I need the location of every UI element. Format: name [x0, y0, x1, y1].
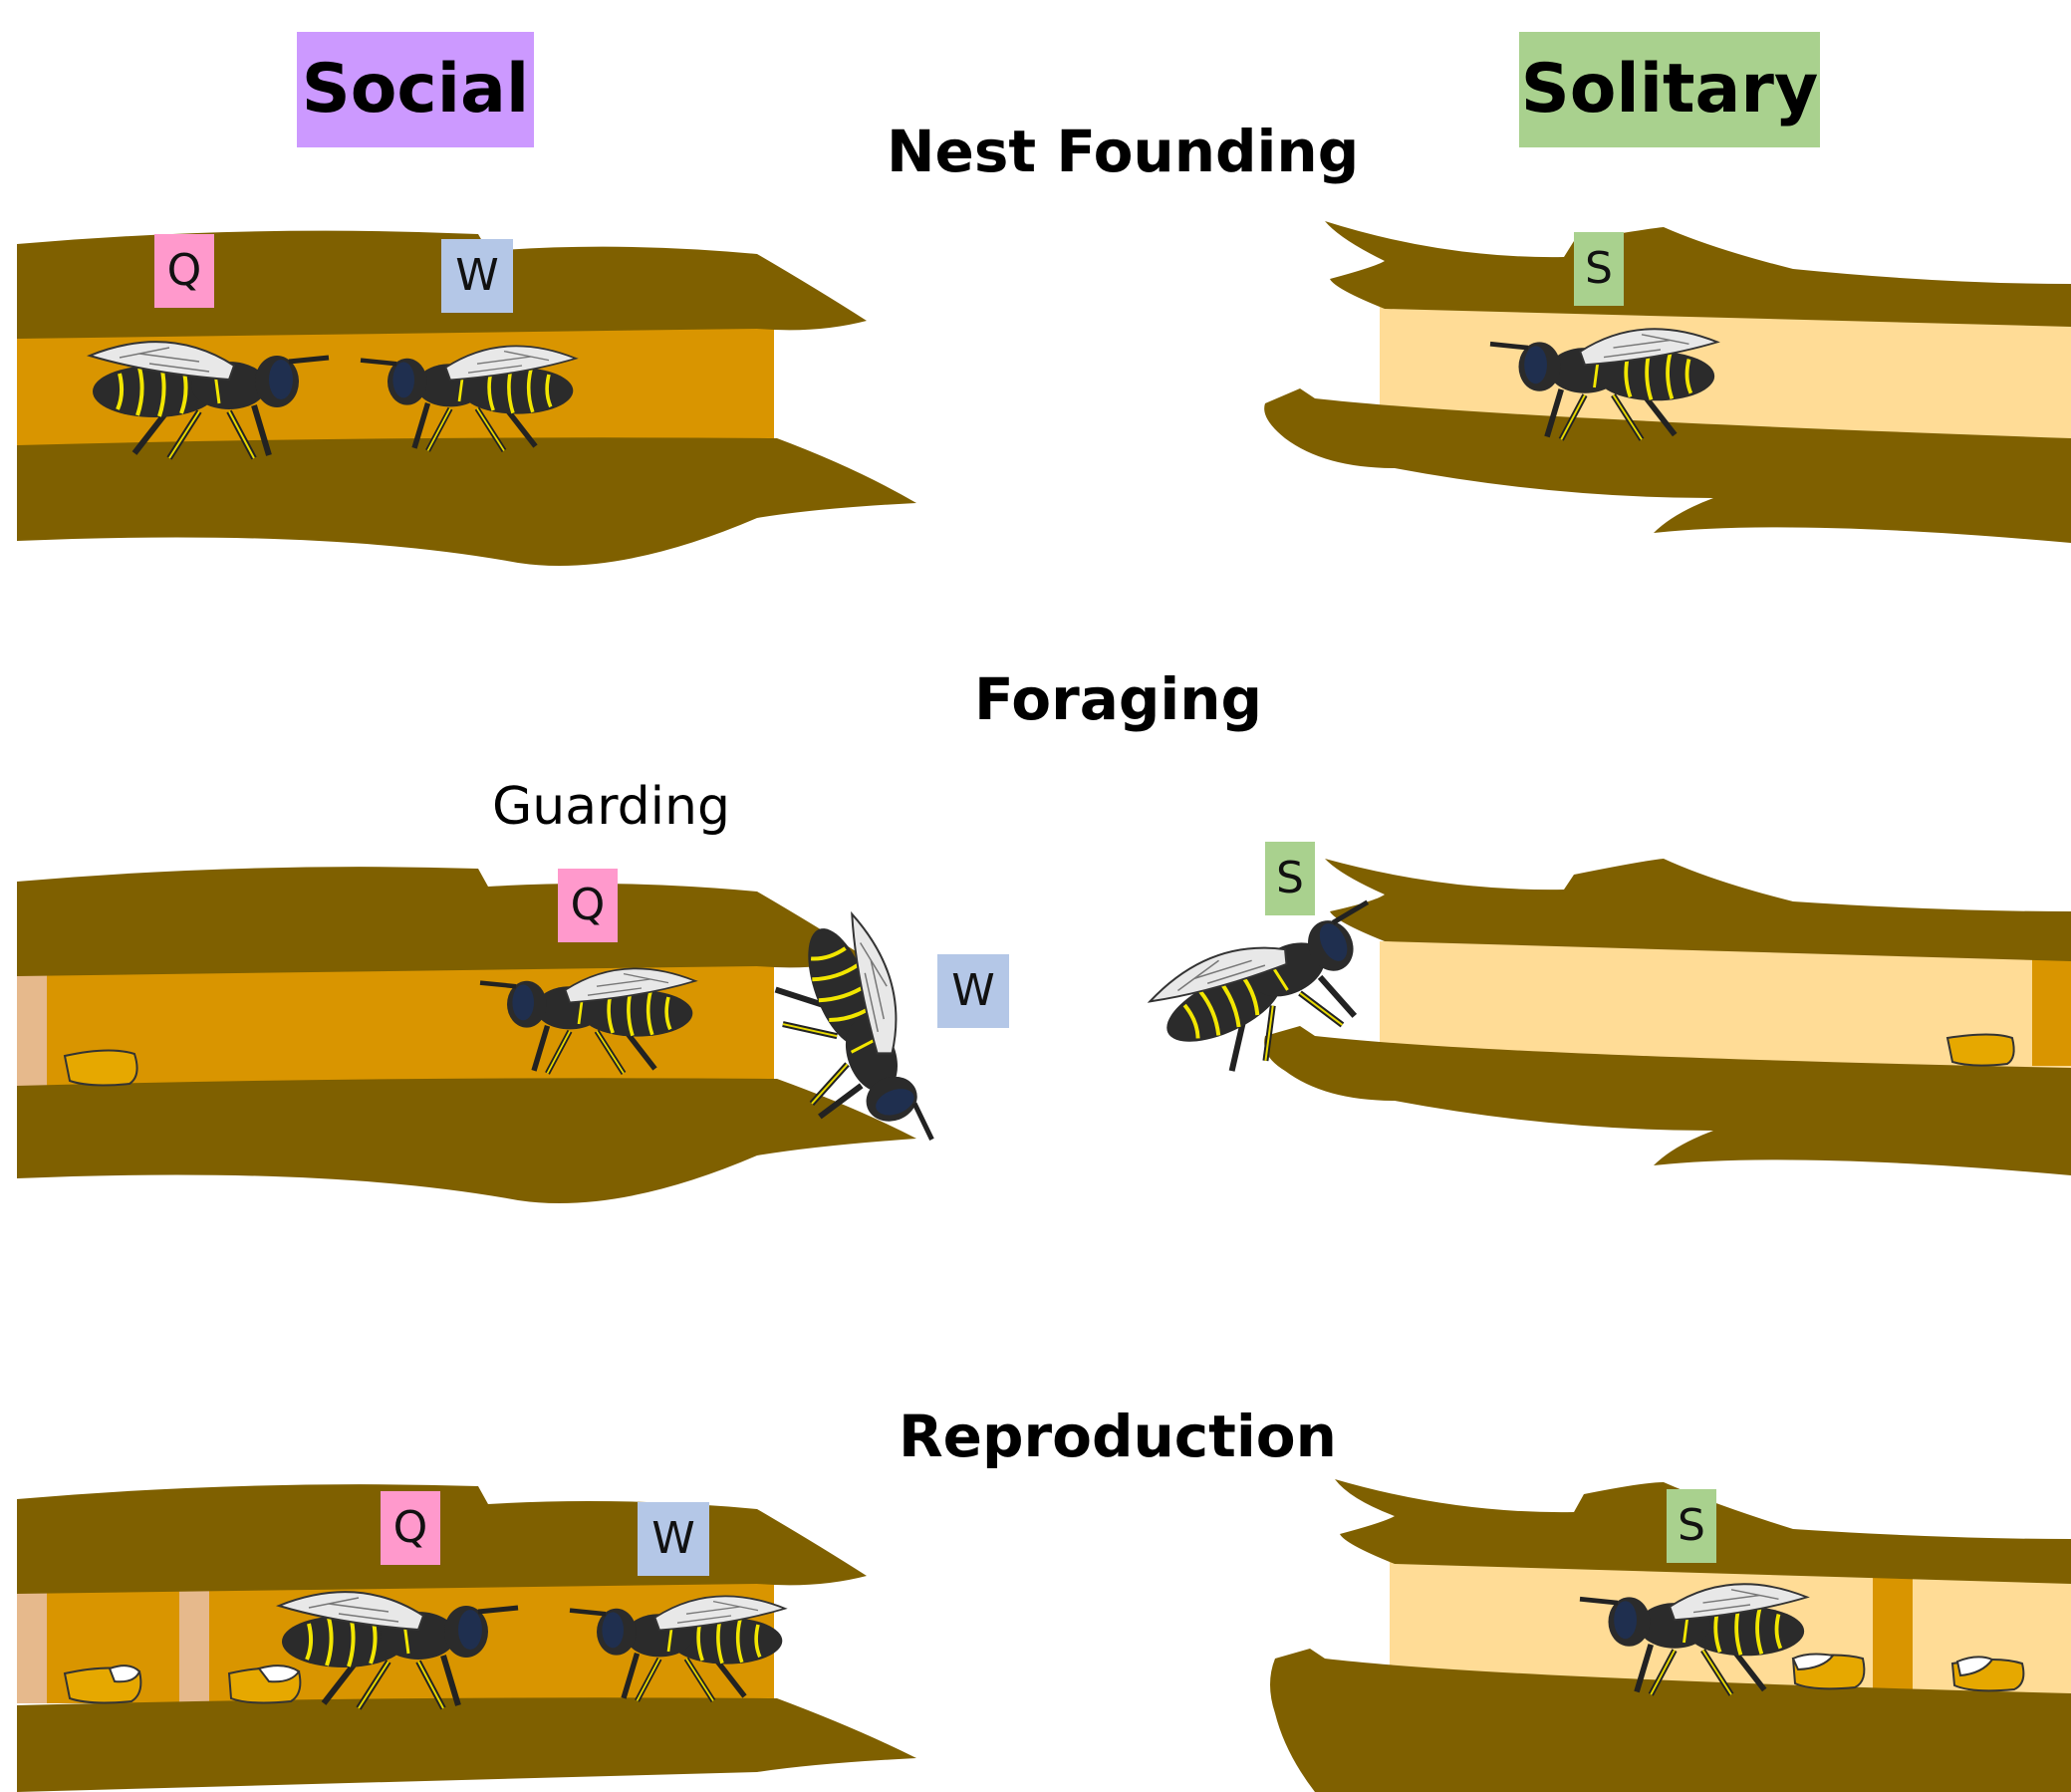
solitary-tag: S — [1574, 232, 1624, 306]
foraging-heading: Foraging — [974, 665, 1262, 733]
solitary-tag: S — [1265, 842, 1315, 915]
guarding-label: Guarding — [492, 777, 730, 837]
queen-tag: Q — [558, 869, 618, 942]
queen-tag: Q — [381, 1491, 440, 1565]
worker-tag: W — [441, 239, 513, 313]
solitary-column-title: Solitary — [1519, 32, 1820, 147]
nest-founding-heading: Nest Founding — [887, 118, 1359, 185]
queen-tag: Q — [154, 234, 214, 308]
social-nest-reproduction — [17, 1484, 916, 1792]
social-nest-foraging — [17, 867, 946, 1203]
social-column-title: Social — [297, 32, 534, 147]
worker-tag: W — [638, 1502, 709, 1576]
reproduction-heading: Reproduction — [899, 1403, 1337, 1470]
worker-tag: W — [937, 954, 1009, 1028]
solitary-tag: S — [1667, 1489, 1716, 1563]
solitary-nest-founding — [1264, 221, 2071, 543]
